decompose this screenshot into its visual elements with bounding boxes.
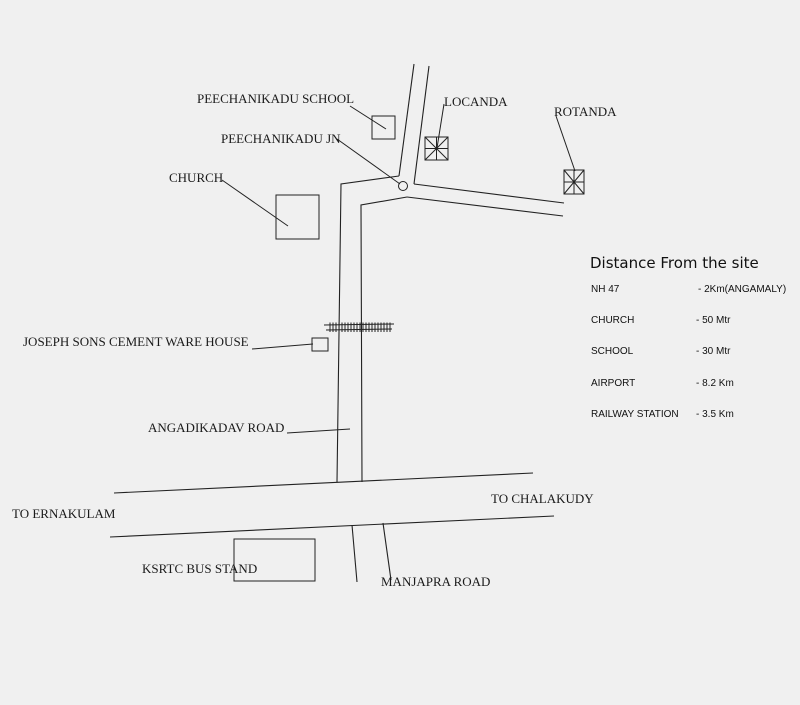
joseph-sons-warehouse-building bbox=[311, 337, 329, 352]
legend-row-distance: - 50 Mtr bbox=[696, 315, 731, 326]
label-church: CHURCH bbox=[169, 170, 223, 185]
legend-row-place: CHURCH bbox=[591, 315, 634, 326]
distance-legend: Distance From the site NH 47 - 2Km(ANGAM… bbox=[590, 254, 786, 420]
legend-row-distance: - 8.2 Km bbox=[696, 378, 734, 389]
label-joseph-sons: JOSEPH SONS CEMENT WARE HOUSE bbox=[23, 334, 249, 349]
angadikadav-road-left-edge bbox=[336, 175, 400, 483]
school-leader-line bbox=[349, 105, 387, 130]
angadikadav-leader-line bbox=[286, 428, 351, 434]
label-ksrtc-bus-stand: KSRTC BUS STAND bbox=[142, 561, 257, 576]
east-road-top-edge bbox=[413, 183, 565, 204]
label-to-chalakudy: TO CHALAKUDY bbox=[491, 491, 594, 506]
label-peechanikadu-school: PEECHANIKADU SCHOOL bbox=[197, 91, 354, 106]
nh47-bottom-edge bbox=[109, 515, 555, 538]
label-manjapra-road: MANJAPRA ROAD bbox=[381, 574, 490, 589]
church-building bbox=[275, 194, 320, 240]
locanda-leader-line bbox=[436, 103, 445, 149]
north-road-right-edge bbox=[413, 65, 430, 185]
joseph-sons-leader-line bbox=[251, 343, 314, 350]
railway-crossing-icon bbox=[323, 322, 395, 332]
junction-leader-line bbox=[336, 138, 401, 185]
legend-title: Distance From the site bbox=[590, 254, 759, 272]
legend-row-place: SCHOOL bbox=[591, 346, 634, 357]
legend-row-place: AIRPORT bbox=[591, 378, 635, 389]
label-to-ernakulam: TO ERNAKULAM bbox=[12, 506, 116, 521]
label-peechanikadu-jn: PEECHANIKADU JN bbox=[221, 131, 341, 146]
legend-row-place: NH 47 bbox=[591, 284, 620, 295]
angadikadav-road-right-edge bbox=[360, 196, 408, 483]
legend-row-place: RAILWAY STATION bbox=[591, 409, 679, 420]
church-leader-line bbox=[221, 179, 289, 227]
peechanikadu-junction-marker bbox=[398, 181, 408, 191]
legend-row-distance: - 2Km(ANGAMALY) bbox=[698, 284, 786, 295]
rotanda-leader-line bbox=[555, 115, 576, 172]
ksrtc-bus-stand-building bbox=[233, 538, 316, 582]
manjapra-road-left-edge bbox=[351, 524, 358, 583]
label-angadikadav-road: ANGADIKADAV ROAD bbox=[148, 420, 284, 435]
locanda-building-icon bbox=[424, 136, 449, 161]
manjapra-road-right-edge bbox=[382, 522, 392, 581]
rotanda-building-icon bbox=[563, 169, 585, 195]
east-road-bottom-edge bbox=[406, 196, 564, 217]
legend-row-distance: - 3.5 Km bbox=[696, 409, 734, 420]
nh47-top-edge bbox=[113, 472, 534, 494]
label-locanda: LOCANDA bbox=[444, 94, 508, 109]
north-road-left-edge bbox=[398, 63, 415, 177]
peechanikadu-school-building bbox=[371, 115, 396, 140]
legend-row-distance: - 30 Mtr bbox=[696, 346, 731, 357]
label-rotanda: ROTANDA bbox=[554, 104, 617, 119]
